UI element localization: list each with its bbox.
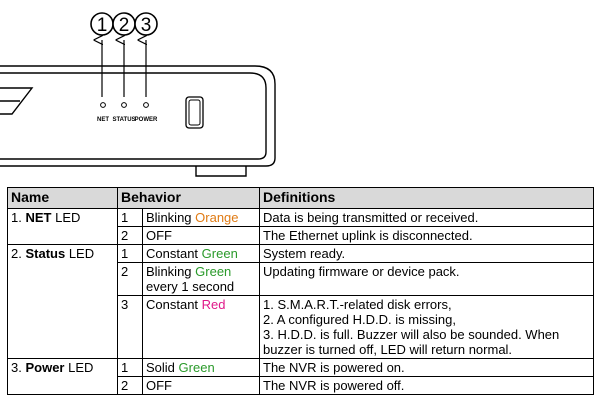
power-button (185, 96, 204, 129)
status-led (121, 102, 127, 108)
net-led-label: NET (97, 117, 109, 123)
definition-text: System ready. (259, 244, 594, 263)
behavior-number: 2 (117, 376, 143, 395)
table-row: 2. Status LED 1 Constant Green System re… (7, 244, 594, 359)
net-led (100, 102, 106, 108)
power-button-inner (188, 99, 201, 126)
power-led-label: POWER (135, 117, 158, 123)
svg-text:2: 2 (119, 15, 130, 36)
behavior-number: 1 (117, 208, 143, 227)
power-led (143, 102, 149, 108)
callout-3: 3 (134, 12, 158, 36)
behavior-text: Solid Green (141, 358, 261, 377)
table-row: 3. Power LED 1 Solid Green The NVR is po… (7, 358, 594, 395)
nvr-chassis (0, 65, 276, 177)
behavior-text: Constant Green (141, 244, 261, 263)
behavior-text: OFF (141, 226, 261, 245)
behavior-number: 1 (117, 358, 143, 377)
behavior-number: 2 (117, 226, 143, 245)
behavior-number: 3 (117, 295, 143, 359)
definition-text: Data is being transmitted or received. (259, 208, 594, 227)
behavior-text: Blinking Orange (141, 208, 261, 227)
definition-text: The NVR is powered on. (259, 358, 594, 377)
table-row: 2 OFF The NVR is powered off. (8, 376, 594, 395)
behavior-number: 1 (117, 244, 143, 263)
led-name-power: 3. Power LED (7, 358, 118, 395)
header-definitions: Definitions (259, 187, 594, 209)
callout-2: 2 (112, 12, 136, 36)
svg-text:3: 3 (141, 15, 152, 36)
definition-text: The NVR is powered off. (259, 376, 594, 395)
led-name-net: 1. NET LED (7, 208, 118, 245)
svg-text:1: 1 (97, 15, 108, 36)
callout-1: 1 (90, 12, 114, 36)
behavior-text: Constant Red (141, 295, 261, 359)
definition-text: The Ethernet uplink is disconnected. (259, 226, 594, 245)
table-row: 3 Constant Red 1. S.M.A.R.T.-related dis… (8, 295, 594, 359)
led-name-status: 2. Status LED (7, 244, 118, 359)
behavior-text: OFF (141, 376, 261, 395)
behavior-number: 2 (117, 262, 143, 296)
table-header-row: Name Behavior Definitions (7, 187, 594, 209)
header-name: Name (7, 187, 118, 209)
table-row: 1. NET LED 1 Blinking Orange Data is bei… (7, 208, 594, 245)
led-definitions-table: Name Behavior Definitions 1. NET LED 1 B… (7, 187, 594, 395)
nvr-front-panel-illustration: 1 2 3 NET STATUS POWER (0, 12, 276, 177)
definition-text: 1. S.M.A.R.T.-related disk errors,2. A c… (259, 295, 594, 359)
status-led-label: STATUS (112, 117, 135, 123)
header-behavior: Behavior (116, 187, 261, 209)
definition-text: Updating firmware or device pack. (259, 262, 594, 296)
